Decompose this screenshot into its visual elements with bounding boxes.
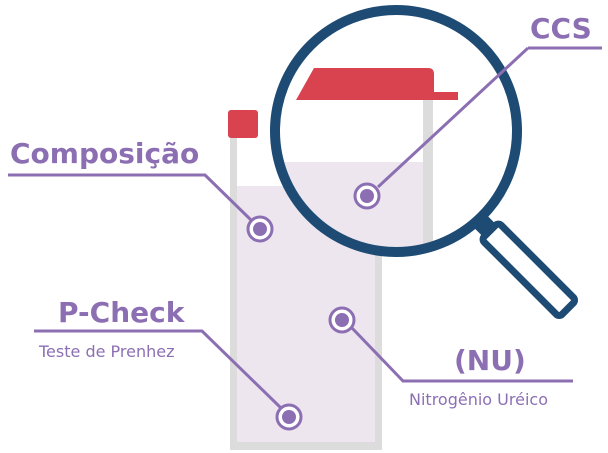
magnifier-icon: [270, 5, 579, 320]
markers: [246, 182, 381, 431]
nu-leader: [350, 326, 573, 383]
composicao-label: Composição: [10, 137, 199, 170]
pcheck-marker: [275, 403, 303, 431]
tube-cap: [228, 110, 258, 138]
composicao-leader: [8, 173, 253, 222]
ccs-label: CCS: [530, 12, 592, 45]
magnifier-ring: [270, 5, 522, 257]
nu-marker: [328, 306, 356, 334]
labels: CCS Composição P-Check Teste de Prenhez …: [10, 12, 592, 409]
pcheck-sublabel: Teste de Prenhez: [38, 342, 174, 361]
pcheck-leader: [34, 329, 283, 410]
ccs-marker: [353, 182, 381, 210]
lens-cap-tab: [430, 92, 458, 100]
leader-lines: [8, 46, 602, 410]
composicao-marker: [246, 215, 274, 243]
pcheck-label: P-Check: [58, 296, 186, 329]
ccs-leader-diag: [376, 46, 530, 189]
nu-label: (NU): [454, 344, 526, 377]
nu-sublabel: Nitrogênio Uréico: [409, 390, 548, 409]
magnifier-handle: [479, 220, 579, 320]
magnifier-neck: [473, 214, 498, 239]
lens-cap: [296, 68, 434, 100]
